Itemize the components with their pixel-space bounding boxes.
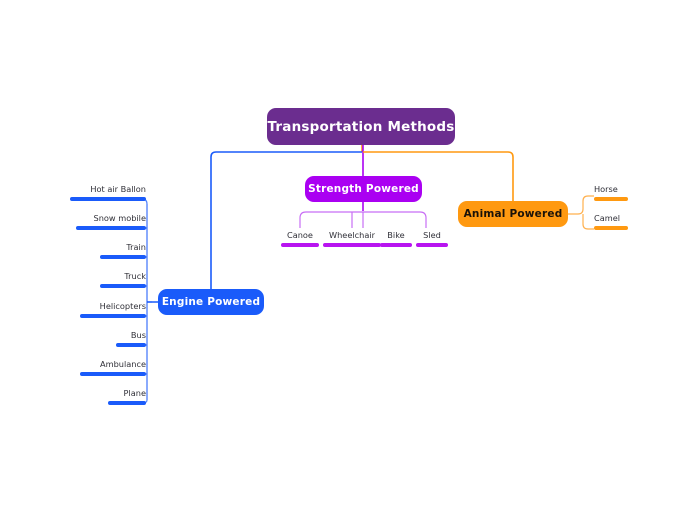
leaf-train[interactable]: Train: [46, 242, 146, 259]
leaf-underline: [281, 243, 319, 247]
rib-horse: [568, 195, 594, 215]
rib-camel: [582, 214, 594, 230]
link-strength-bus: [299, 211, 427, 228]
leaf-horse[interactable]: Horse: [594, 184, 654, 201]
leaf-label: Train: [126, 242, 146, 252]
node-engine-powered[interactable]: Engine Powered: [158, 289, 264, 315]
leaf-label: Hot air Ballon: [90, 184, 146, 194]
leaf-label: Sled: [423, 230, 441, 240]
leaf-label: Horse: [594, 184, 618, 194]
leaf-underline: [100, 284, 146, 288]
leaf-hot-air-ballon[interactable]: Hot air Ballon: [46, 184, 146, 201]
leaf-label: Camel: [594, 213, 621, 223]
leaf-underline: [70, 197, 146, 201]
leaf-plane[interactable]: Plane: [46, 388, 146, 405]
leaf-label: Wheelchair: [329, 230, 375, 240]
leaf-bus[interactable]: Bus: [46, 330, 146, 347]
leaf-underline: [594, 197, 628, 201]
node-root[interactable]: Transportation Methods: [267, 108, 455, 145]
leaf-underline: [76, 226, 146, 230]
node-animal-powered[interactable]: Animal Powered: [458, 201, 568, 227]
leaf-bike[interactable]: Bike: [378, 230, 414, 247]
leaf-underline: [80, 314, 146, 318]
leaf-underline: [416, 243, 448, 247]
leaf-underline: [100, 255, 146, 259]
leaf-sled[interactable]: Sled: [414, 230, 450, 247]
leaf-label: Bus: [130, 330, 146, 340]
leaf-label: Plane: [123, 388, 146, 398]
leaf-underline: [116, 343, 146, 347]
leaf-underline: [594, 226, 628, 230]
leaf-label: Bike: [387, 230, 405, 240]
leaf-underline: [80, 372, 146, 376]
leaf-label: Ambulance: [100, 359, 146, 369]
leaf-wheelchair[interactable]: Wheelchair: [313, 230, 391, 247]
leaf-underline: [380, 243, 412, 247]
leaf-canoe[interactable]: Canoe: [271, 230, 329, 247]
leaf-label: Snow mobile: [93, 213, 146, 223]
leaf-underline: [108, 401, 146, 405]
leaf-label: Truck: [124, 271, 146, 281]
leaf-camel[interactable]: Camel: [594, 213, 654, 230]
leaf-label: Canoe: [287, 230, 313, 240]
leaf-label: Helicopters: [99, 301, 146, 311]
leaf-ambulance[interactable]: Ambulance: [46, 359, 146, 376]
leaf-underline: [323, 243, 381, 247]
node-strength-powered[interactable]: Strength Powered: [305, 176, 422, 202]
leaf-snow-mobile[interactable]: Snow mobile: [46, 213, 146, 230]
link-root-engine: [210, 151, 362, 289]
leaf-truck[interactable]: Truck: [46, 271, 146, 288]
leaf-helicopters[interactable]: Helicopters: [46, 301, 146, 318]
